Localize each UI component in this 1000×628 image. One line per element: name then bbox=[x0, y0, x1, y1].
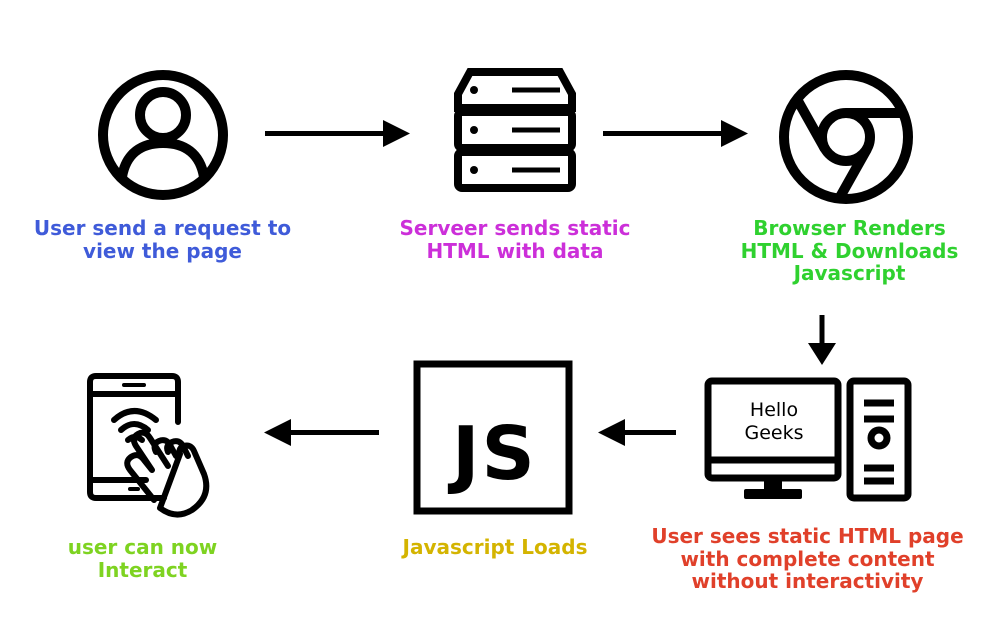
arrow-js-to-interact bbox=[264, 417, 379, 449]
javascript-logo-icon bbox=[413, 360, 573, 515]
monitor-hello-text: Hello Geeks bbox=[744, 399, 804, 444]
desktop-computer-icon bbox=[704, 375, 914, 505]
caption-server-sends: Serveer sends static HTML with data bbox=[399, 216, 631, 263]
caption-js-loads: Javascript Loads bbox=[402, 535, 588, 559]
arrow-static-to-js bbox=[598, 417, 676, 449]
arrow-user-to-server bbox=[265, 118, 410, 150]
arrow-browser-to-static bbox=[806, 315, 838, 365]
chrome-browser-icon bbox=[778, 69, 914, 205]
server-rack-icon bbox=[452, 68, 578, 194]
arrow-server-to-browser bbox=[603, 118, 748, 150]
touch-tablet-icon bbox=[84, 370, 239, 520]
js-logo-text: JS bbox=[452, 411, 537, 497]
caption-static-page: User sees static HTML page with complete… bbox=[651, 524, 964, 593]
user-circle-icon bbox=[98, 70, 228, 200]
caption-user-request: User send a request to view the page bbox=[33, 216, 292, 263]
caption-interact: user can now Interact bbox=[67, 535, 218, 582]
caption-browser-renders: Browser Renders HTML & Downloads Javascr… bbox=[740, 216, 959, 285]
